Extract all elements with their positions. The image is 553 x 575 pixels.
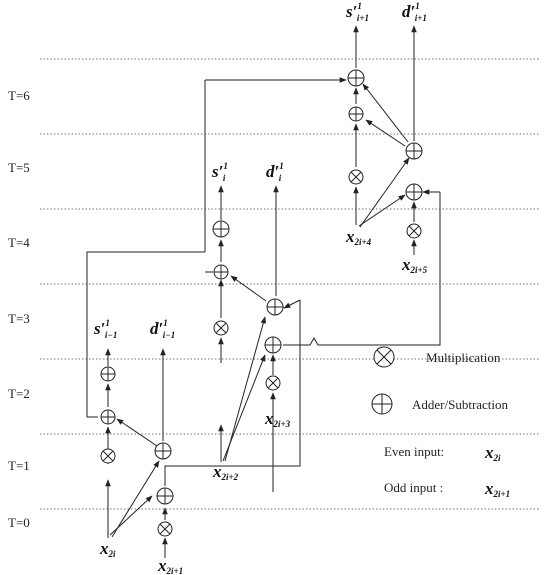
time-label-t0: T=0 (8, 515, 30, 530)
multiplier-icon (406, 223, 422, 239)
adder-icon (348, 106, 364, 122)
time-label-t2: T=2 (8, 386, 30, 401)
legend-even-label: Even input: (384, 444, 444, 459)
input-x2i1: x2i+1 (157, 556, 183, 575)
legend-multiplication-label: Multiplication (426, 350, 501, 365)
adder-icon (100, 409, 116, 425)
input-x2i4: x2i+4 (345, 227, 372, 247)
multiplier-icon (157, 521, 173, 537)
input-labels: x2i x2i+1 x2i+2 x2i+3 x2i+4 x2i+5 (99, 227, 428, 575)
adder-icon (156, 487, 174, 505)
multiplier-icon (348, 169, 364, 185)
adder-icon (405, 183, 423, 201)
multiplier-icon (265, 375, 281, 391)
time-grid (40, 58, 540, 510)
adder-icon (266, 298, 284, 316)
adder-icon (100, 366, 116, 382)
time-labels: T=0 T=1 T=2 T=3 T=4 T=5 T=6 (8, 88, 30, 530)
adder-icon (264, 336, 282, 354)
legend-odd-symbol: x2i+1 (484, 479, 510, 499)
adder-icon (154, 442, 172, 460)
time-label-t1: T=1 (8, 458, 30, 473)
legend-odd-label: Odd input : (384, 480, 443, 495)
input-x2i3: x2i+3 (264, 409, 291, 429)
time-label-t6: T=6 (8, 88, 30, 103)
time-label-t5: T=5 (8, 160, 30, 175)
time-label-t3: T=3 (8, 311, 30, 326)
input-x2i5: x2i+5 (401, 255, 428, 275)
time-label-t4: T=4 (8, 235, 30, 250)
legend-multiplier-icon (373, 346, 395, 368)
multiplier-icon (100, 448, 116, 464)
adder-icon (347, 69, 365, 87)
stage-3-wires (353, 25, 417, 255)
adder-icon (405, 142, 423, 160)
stage-1-wires (86, 251, 301, 558)
multiplier-icon (213, 320, 229, 336)
stage-1-ops (100, 366, 174, 537)
legend-adder-icon (371, 393, 393, 415)
legend: Multiplication Adder/Subtraction Even in… (371, 346, 510, 499)
stage-2-ops (212, 220, 284, 391)
stage-2-wires (204, 77, 441, 492)
input-x2i2: x2i+2 (212, 462, 239, 482)
legend-adder-label: Adder/Subtraction (412, 397, 509, 412)
stage-3-ops (347, 69, 423, 239)
input-x2i: x2i (99, 539, 116, 559)
adder-icon (212, 220, 230, 238)
legend-even-symbol: x2i (484, 443, 501, 463)
adder-icon (213, 264, 229, 280)
